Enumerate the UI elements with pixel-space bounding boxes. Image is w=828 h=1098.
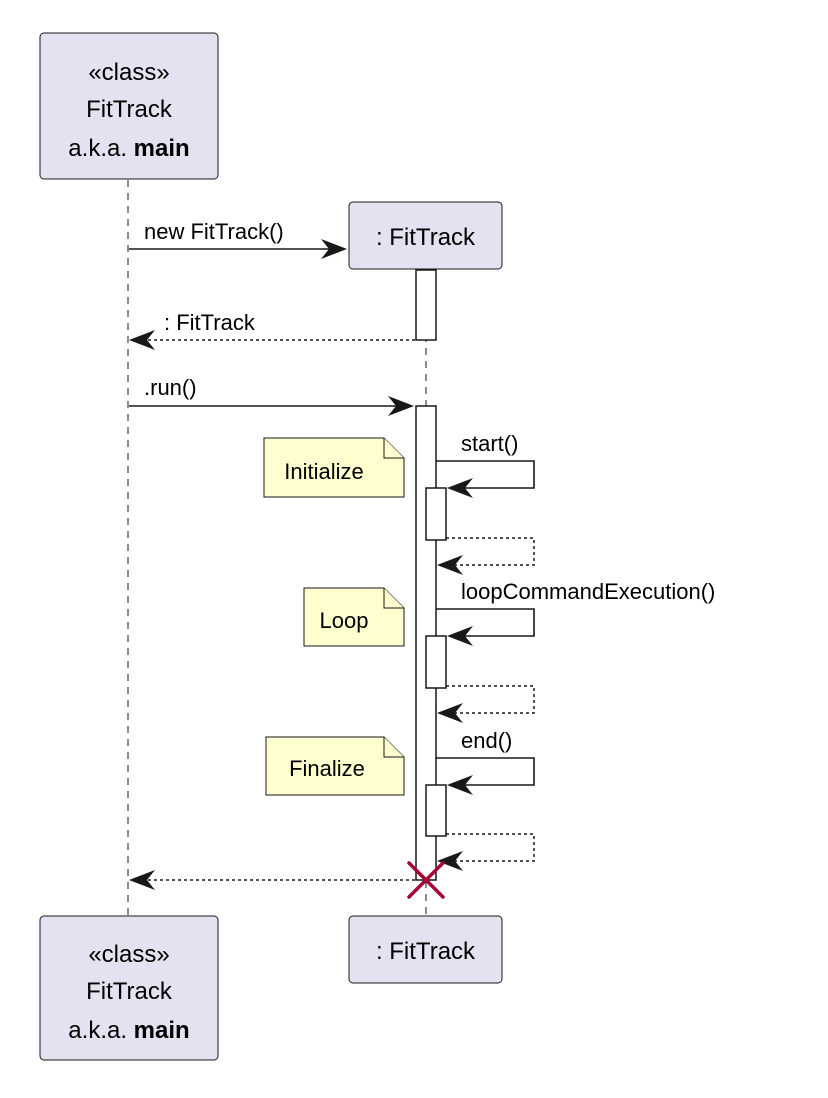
message-end-label: end(): [461, 728, 512, 753]
note-initialize-label: Initialize: [284, 459, 363, 484]
note-loop-label: Loop: [320, 608, 369, 633]
note-finalize-label: Finalize: [289, 756, 365, 781]
activation-loop: [425, 635, 447, 689]
message-start: start(): [436, 431, 535, 498]
message-loop: loopCommandExecution(): [436, 579, 715, 646]
participant-alias: a.k.a. main: [68, 1017, 189, 1044]
message-create-label: new FitTrack(): [144, 219, 284, 244]
message-create-return: : FitTrack: [129, 310, 415, 350]
destroy-x-icon: [407, 861, 445, 899]
participant-instance-top: : FitTrack: [348, 201, 503, 270]
note-loop: Loop: [303, 587, 405, 647]
message-create-return-label: : FitTrack: [164, 310, 256, 335]
message-end: end(): [436, 728, 535, 795]
activation-start: [425, 487, 447, 541]
note-finalize: Finalize: [265, 736, 405, 796]
message-run: .run(): [129, 375, 414, 416]
message-run-return: [129, 870, 415, 890]
participant-stereotype: «class»: [88, 59, 169, 86]
activation-end: [425, 784, 447, 837]
participant-name: FitTrack: [86, 96, 173, 123]
participant-instance-bottom: : FitTrack: [348, 915, 503, 984]
message-start-label: start(): [461, 431, 518, 456]
message-create: new FitTrack(): [129, 219, 347, 259]
message-loop-return: [437, 685, 535, 723]
message-run-label: .run(): [144, 375, 197, 400]
participant-instance-name: : FitTrack: [376, 938, 476, 965]
message-loop-label: loopCommandExecution(): [461, 579, 715, 604]
participant-alias: a.k.a. main: [68, 135, 189, 162]
alias-prefix: a.k.a.: [68, 1017, 133, 1044]
participant-name: FitTrack: [86, 978, 173, 1005]
participant-main-bottom: «class» FitTrack a.k.a. main: [39, 915, 219, 1061]
message-start-return: [437, 537, 535, 575]
participant-main-top: «class» FitTrack a.k.a. main: [39, 32, 219, 180]
alias-name: main: [134, 1017, 190, 1044]
note-initialize: Initialize: [263, 437, 405, 498]
alias-prefix: a.k.a.: [68, 135, 133, 162]
alias-name: main: [134, 135, 190, 162]
participant-stereotype: «class»: [88, 941, 169, 968]
participant-instance-name: : FitTrack: [376, 224, 476, 251]
activation-constructor: [415, 269, 437, 341]
message-end-return: [437, 833, 535, 871]
